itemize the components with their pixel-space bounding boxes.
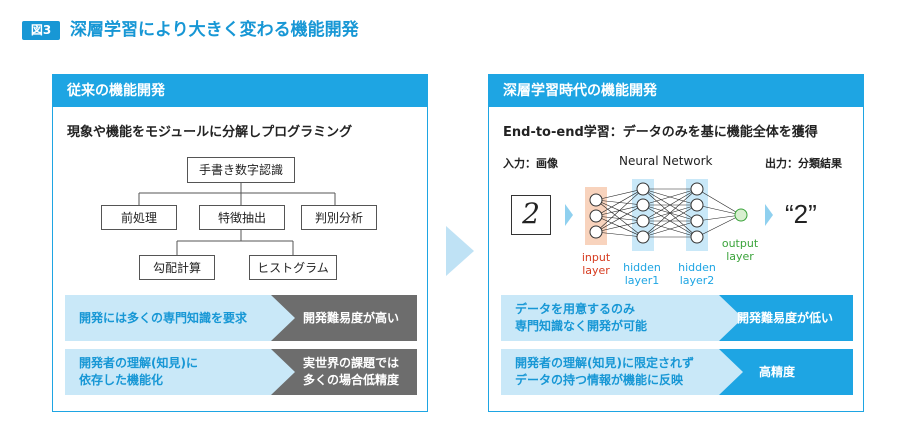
tree-discriminant: 判別分析	[301, 205, 377, 230]
nn-node-input	[589, 209, 603, 223]
tree-preprocess: 前処理	[101, 205, 177, 230]
tree-feature-extraction: 特徴抽出	[199, 205, 285, 230]
dl-bar1-left-text: データを用意するのみ 専門知識なく開発が可能	[515, 302, 648, 333]
conventional-bar1-arrow	[271, 295, 295, 341]
dl-bar2-right: 高精度	[719, 349, 853, 395]
dl-bar2-left: 開発者の理解(知見)に限定されず データの持つ情報が機能に反映	[501, 349, 741, 395]
conventional-bar1-right: 開発難易度が高い	[271, 295, 417, 341]
input-image: 2	[511, 195, 551, 235]
tree-gradient: 勾配計算	[139, 255, 215, 280]
nn-node-input	[589, 225, 603, 239]
conventional-bar2-right-bg	[271, 349, 417, 395]
deep-learning-panel-header: 深層学習時代の機能開発	[489, 75, 863, 107]
input-layer-label: input layer	[581, 251, 611, 277]
nn-node-hidden2	[690, 214, 704, 228]
output-label: 出力：分類結果	[765, 157, 842, 170]
conventional-bar2-right: 実世界の課題では 多くの場合低精度	[271, 349, 417, 395]
deep-learning-subtitle: End-to-end学習：データのみを基に機能全体を獲得	[503, 125, 818, 140]
nn-edge	[696, 188, 742, 216]
neural-network-diagram	[565, 179, 773, 251]
nn-edge	[642, 188, 698, 222]
conventional-bar1-right-text: 開発難易度が高い	[303, 310, 400, 325]
tree-connectors	[138, 182, 336, 255]
network-label: Neural Network	[619, 154, 713, 168]
conventional-subtitle: 現象や機能をモジュールに分解しプログラミング	[67, 125, 353, 140]
nn-edge	[642, 188, 698, 206]
nn-node-hidden1	[636, 214, 650, 228]
tree-histogram: ヒストグラム	[249, 255, 337, 280]
dl-bar2-arrow	[719, 349, 743, 395]
dl-bar1-right-text: 開発難易度が低い	[737, 310, 834, 325]
conventional-bar1-left: 開発には多くの専門知識を要求	[65, 295, 295, 341]
dl-bar2-right-text: 高精度	[759, 364, 796, 379]
conventional-bar2-left-text: 開発者の理解(知見)に 依存した機能化	[79, 356, 198, 387]
tree-root: 手書き数字認識	[187, 157, 295, 183]
dl-bar2-left-text: 開発者の理解(知見)に限定されず データの持つ情報が機能に反映	[515, 356, 694, 387]
figure-title: 深層学習により大きく変わる機能開発	[70, 20, 359, 40]
nn-node-input	[589, 193, 603, 207]
output-layer-label: output layer	[721, 237, 759, 263]
nn-edge	[696, 204, 742, 216]
nn-edge	[595, 188, 644, 233]
nn-edge	[642, 220, 698, 238]
dl-bar1-arrow	[719, 295, 743, 341]
dl-bar1-right: 開発難易度が低い	[719, 295, 853, 341]
conventional-bar2-right-text: 実世界の課題では 多くの場合低精度	[303, 356, 400, 387]
nn-node-hidden2	[690, 230, 704, 244]
conventional-panel: 従来の機能開発 現象や機能をモジュールに分解しプログラミング 手書き数字認識 前…	[52, 74, 428, 412]
conventional-bar1-right-bg	[271, 295, 417, 341]
conventional-bar2-arrow	[271, 349, 295, 395]
nn-edge	[595, 204, 644, 233]
dl-bar1-left: データを用意するのみ 専門知識なく開発が可能	[501, 295, 741, 341]
output-value: “2”	[785, 199, 817, 229]
nn-node-hidden2	[690, 182, 704, 196]
nn-edge	[696, 214, 742, 222]
nn-edge	[595, 220, 644, 233]
nn-node-output	[734, 208, 748, 222]
nn-edge	[595, 188, 644, 217]
hidden-layer1-label: hidden layer1	[623, 261, 661, 287]
conventional-bar1-left-text: 開発には多くの専門知識を要求	[79, 310, 248, 325]
nn-edge	[595, 188, 644, 201]
handwritten-digit: 2	[522, 197, 540, 230]
nn-node-hidden1	[636, 182, 650, 196]
hidden-layer2-label: hidden layer2	[678, 261, 716, 287]
conventional-panel-header: 従来の機能開発	[53, 75, 427, 107]
conventional-bar2-left: 開発者の理解(知見)に 依存した機能化	[65, 349, 295, 395]
nn-node-hidden2	[690, 198, 704, 212]
nn-edge	[696, 214, 742, 238]
deep-learning-panel: 深層学習時代の機能開発 End-to-end学習：データのみを基に機能全体を獲得…	[488, 74, 864, 412]
nn-node-hidden1	[636, 230, 650, 244]
nn-edge	[642, 204, 698, 238]
transition-arrow	[446, 226, 474, 276]
nn-edge	[595, 231, 644, 238]
input-label: 入力：画像	[503, 157, 558, 170]
nn-node-hidden1	[636, 198, 650, 212]
nn-edge	[642, 188, 698, 238]
figure-tag: 図3	[22, 21, 60, 40]
